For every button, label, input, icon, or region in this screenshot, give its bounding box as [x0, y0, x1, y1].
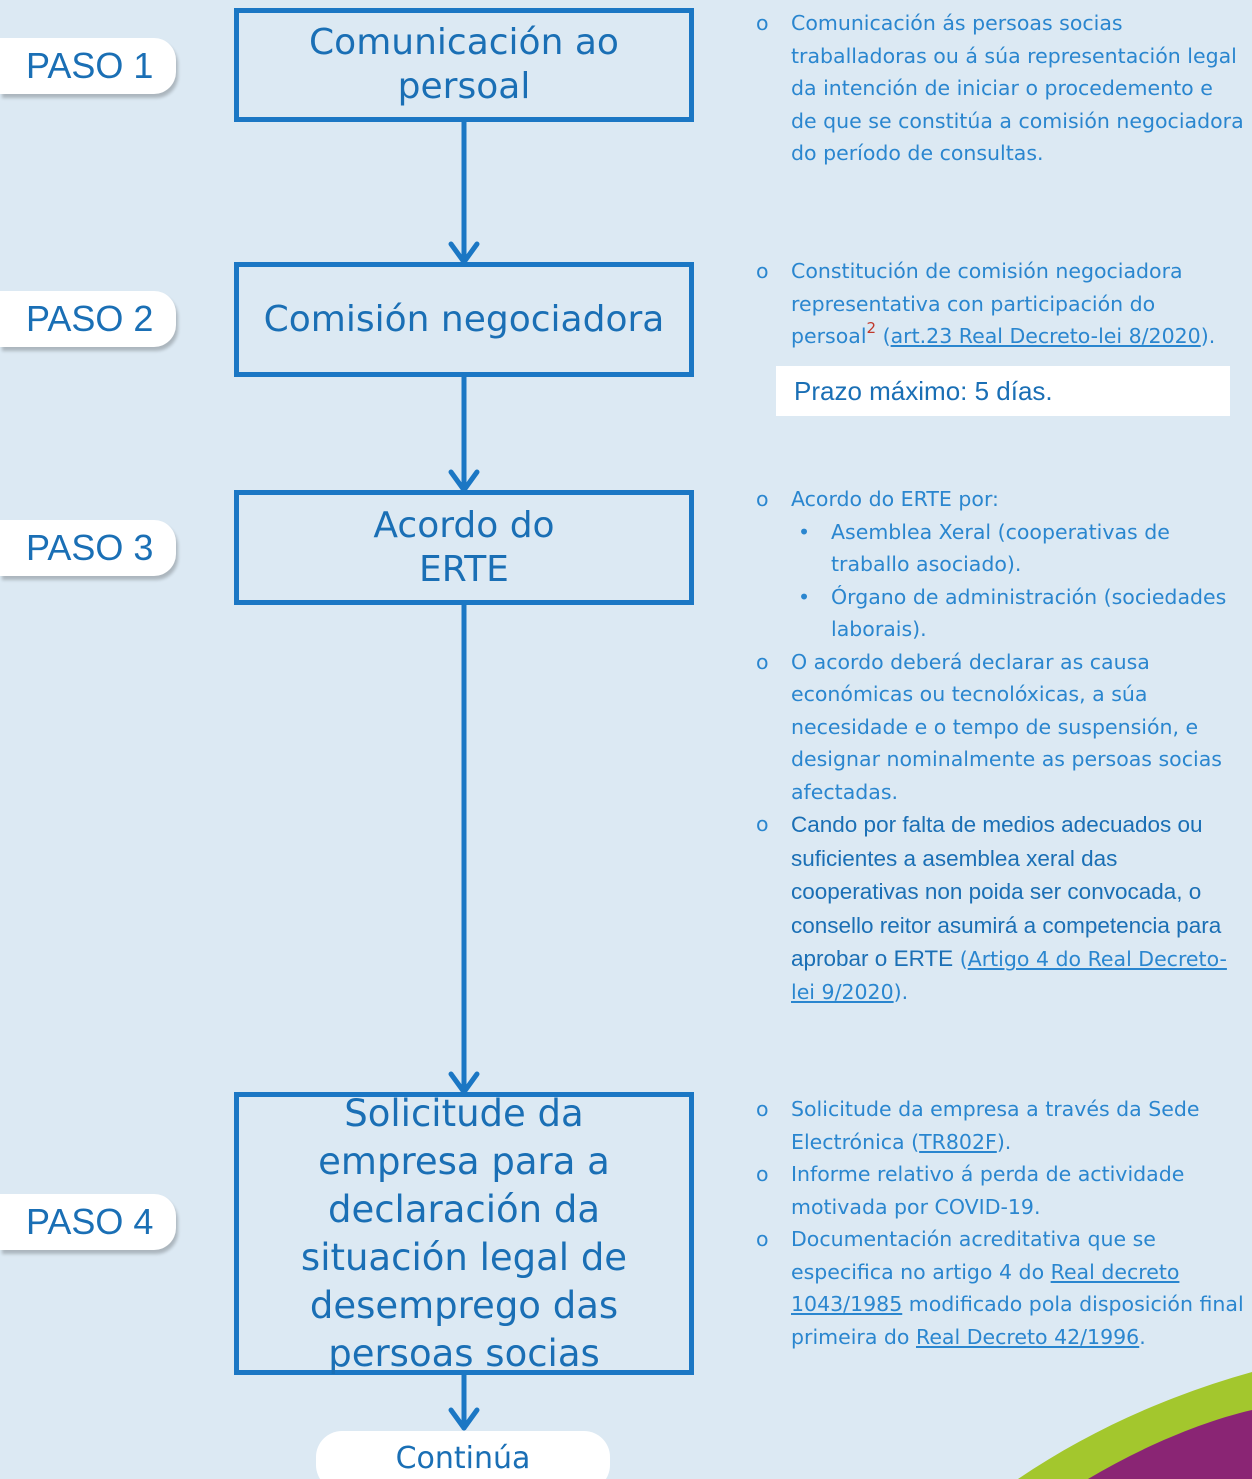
list-item: o Informe relativo á perda de actividade…: [752, 1158, 1244, 1223]
step-2-box: Comisión negociadora: [234, 262, 694, 377]
law-link[interactable]: Real Decreto 42/1996: [916, 1324, 1140, 1349]
list-item: o Cando por falta de medios adecuados ou…: [752, 808, 1244, 1008]
paren-open: (: [876, 324, 891, 348]
bullet-marker: o: [756, 1097, 769, 1121]
sub-list-item: • Órgano de administración (sociedades l…: [752, 581, 1244, 646]
bullet-marker: o: [756, 11, 769, 35]
bullet-marker: o: [756, 812, 769, 836]
step-3-sub-1: Asemblea Xeral (cooperativas de traballo…: [831, 519, 1170, 577]
step-1-tab: PASO 1: [0, 38, 176, 94]
bullet-marker: o: [756, 487, 769, 511]
step-2-text: Constitución de comisión negociadora rep…: [791, 259, 1183, 348]
deadline-badge: Prazo máximo: 5 días.: [776, 366, 1230, 416]
law-link[interactable]: Real decreto 1043/1985: [791, 1259, 1180, 1317]
form-link[interactable]: TR802F: [919, 1129, 997, 1154]
step-2-tab: PASO 2: [0, 291, 176, 347]
list-item: o O acordo deberá declarar as causa econ…: [752, 646, 1244, 809]
sub-list-item: • Asemblea Xeral (cooperativas de trabal…: [752, 516, 1244, 581]
bullet-marker: o: [756, 1162, 769, 1186]
paren-open: (: [953, 947, 968, 971]
step-4-title: Solicitude da empresa para a declaración…: [300, 1091, 628, 1375]
arrow-head-end: [448, 1407, 480, 1431]
bullet-marker: o: [756, 649, 769, 674]
step-3-tab: PASO 3: [0, 520, 176, 576]
list-item: o Comunicación ás persoas socias traball…: [752, 7, 1244, 170]
sub-bullet-marker: •: [798, 584, 811, 609]
paren-close: ).: [1200, 324, 1216, 348]
step-3-title: Acordo do ERTE: [373, 504, 555, 590]
list-item: o Documentación acreditativa que se espe…: [752, 1223, 1244, 1353]
step-3-item-1: Acordo do ERTE por:: [791, 487, 999, 511]
step-3-sub-2: Órgano de administración (sociedades lab…: [831, 584, 1227, 642]
step-1-title: Comunicación ao persoal: [309, 22, 619, 107]
list-item: o Acordo do ERTE por:: [752, 483, 1244, 516]
law-link[interactable]: Artigo 4 do Real Decreto-lei 9/2020: [791, 947, 1227, 1004]
bullet-marker: o: [756, 1227, 769, 1251]
step-2-description: o Constitución de comisión negociadora r…: [752, 255, 1244, 355]
step-3-description: o Acordo do ERTE por: • Asemblea Xeral (…: [752, 483, 1244, 1008]
paren-close: ).: [996, 1129, 1012, 1154]
step-3-item-2: O acordo deberá declarar as causa económ…: [791, 649, 1222, 804]
sub-bullet-marker: •: [798, 519, 811, 544]
step-1-text: Comunicación ás persoas socias traballad…: [791, 11, 1244, 165]
paren-close: ).: [893, 979, 909, 1004]
law-link[interactable]: art.23 Real Decreto-lei 8/2020: [890, 324, 1201, 348]
step-4-item-3c: .: [1139, 1324, 1146, 1349]
step-2-title: Comisión negociadora: [263, 298, 665, 340]
step-1-box: Comunicación ao persoal: [234, 8, 694, 122]
step-1-description: o Comunicación ás persoas socias traball…: [752, 7, 1244, 170]
step-4-description: o Solicitude da empresa a través da Sede…: [752, 1093, 1244, 1353]
step-3-item-3-strong: Cando por falta de medios adecuados ou s…: [791, 812, 1222, 971]
list-item: o Constitución de comisión negociadora r…: [752, 255, 1244, 355]
list-item: o Solicitude da empresa a través da Sede…: [752, 1093, 1244, 1158]
step-4-tab: PASO 4: [0, 1194, 176, 1250]
step-4-item-3b: modificado pola disposición final primei…: [791, 1292, 1244, 1349]
step-4-box: Solicitude da empresa para a declaración…: [234, 1092, 694, 1375]
continue-label: Continúa: [316, 1431, 610, 1479]
purple-swoosh: [1088, 1410, 1252, 1479]
step-4-item-2: Informe relativo á perda de actividade m…: [791, 1162, 1185, 1219]
bullet-marker: o: [756, 259, 769, 283]
step-3-box: Acordo do ERTE: [234, 490, 694, 605]
step-4-item-1: Solicitude da empresa a través da Sede E…: [791, 1097, 1200, 1154]
step-4-item-3a: Documentación acreditativa que se especi…: [791, 1227, 1156, 1284]
footnote-marker: 2: [866, 319, 877, 337]
